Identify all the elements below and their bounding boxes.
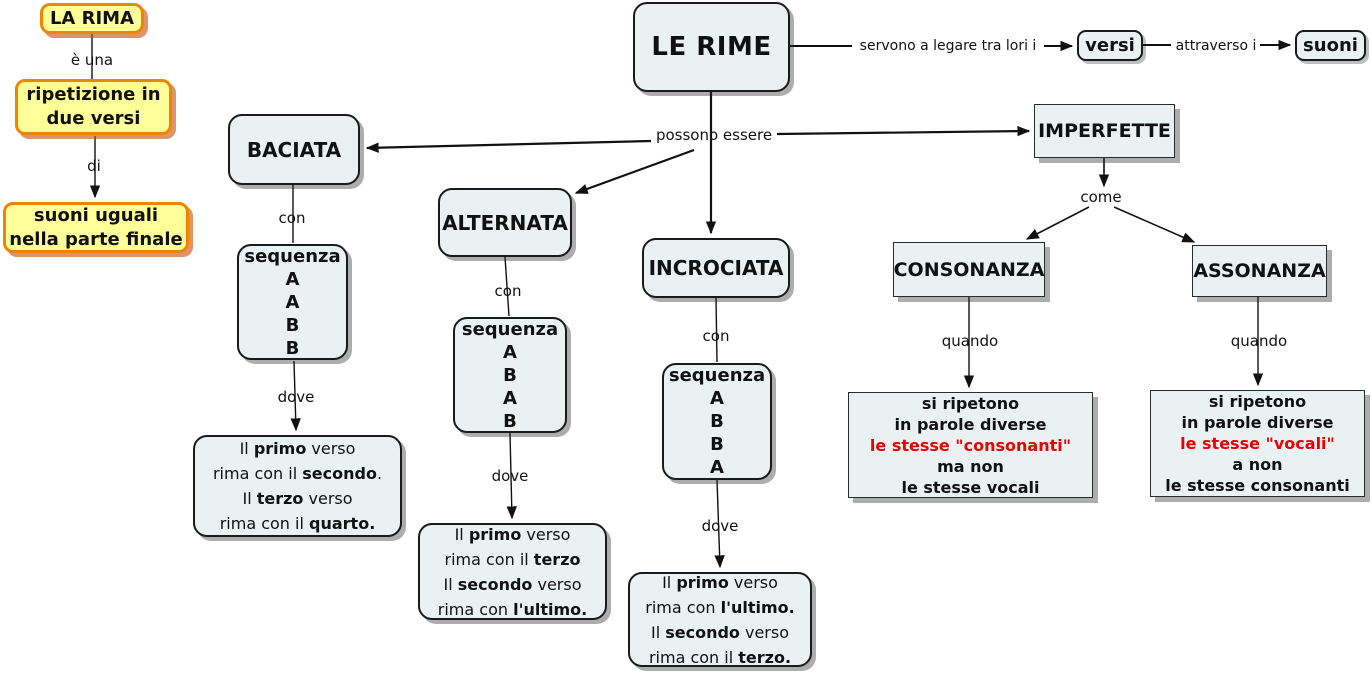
- le-rime-label: LE RIME: [651, 32, 772, 62]
- link-label-quando-assonanza: quando: [1230, 332, 1288, 350]
- link-label-servono: servono a legare tra lori i: [859, 38, 1037, 54]
- consonanza-label: CONSONANZA: [893, 258, 1045, 281]
- node-la-rima: LA RIMA: [40, 3, 144, 34]
- arrow-possono-baciata: [365, 139, 652, 153]
- baciata-label: BACIATA: [246, 137, 342, 162]
- arrow-dove-alternata-detail: [506, 432, 517, 520]
- node-assonanza: ASSONANZA: [1192, 245, 1327, 297]
- link-label-come: come: [1080, 188, 1122, 206]
- arrow-dove-baciata-detail: [290, 360, 301, 432]
- node-incrociata: INCROCIATA: [642, 238, 790, 298]
- versi-label: versi: [1085, 35, 1135, 56]
- link-label-dove-alternata: dove: [491, 467, 529, 485]
- link-label-attraverso: attraverso i: [1175, 38, 1257, 54]
- link-label-possono-essere: possono essere: [655, 126, 773, 144]
- node-versi: versi: [1077, 30, 1143, 61]
- imperfette-label: IMPERFETTE: [1038, 120, 1171, 142]
- link-label-di: di: [87, 157, 101, 175]
- node-baciata: BACIATA: [228, 114, 360, 185]
- node-suoni: suoni: [1295, 30, 1366, 61]
- arrow-come-assonanza: [1113, 206, 1196, 243]
- assonanza-label: ASSONANZA: [1193, 260, 1326, 282]
- la-rima-label: LA RIMA: [49, 8, 135, 29]
- node-le-rime: LE RIME: [633, 2, 790, 92]
- link-label-dove-incrociata: dove: [701, 517, 739, 535]
- link-label-con-baciata: con: [278, 209, 306, 227]
- node-imperfette: IMPERFETTE: [1034, 104, 1175, 158]
- node-alternata: ALTERNATA: [438, 188, 572, 257]
- arrow-dove-incrociata-detail: [714, 479, 725, 569]
- link-label-e-una: è una: [70, 51, 114, 69]
- suoni-label: suoni: [1303, 35, 1358, 56]
- link-label-con-incrociata: con: [702, 327, 730, 345]
- link-label-dove-baciata: dove: [277, 388, 315, 406]
- alternata-label: ALTERNATA: [442, 210, 568, 235]
- link-label-con-alternata: con: [494, 282, 522, 300]
- node-consonanza: CONSONANZA: [893, 242, 1045, 297]
- line-incrociata-con: [715, 297, 718, 363]
- incrociata-label: INCROCIATA: [648, 256, 784, 280]
- link-label-quando-consonanza: quando: [941, 332, 999, 350]
- arrow-possono-alternata: [574, 148, 695, 195]
- arrow-come-consonanza: [1025, 206, 1090, 240]
- line-alternata-con: [504, 256, 510, 317]
- arrow-possono-imperfette: [776, 125, 1031, 137]
